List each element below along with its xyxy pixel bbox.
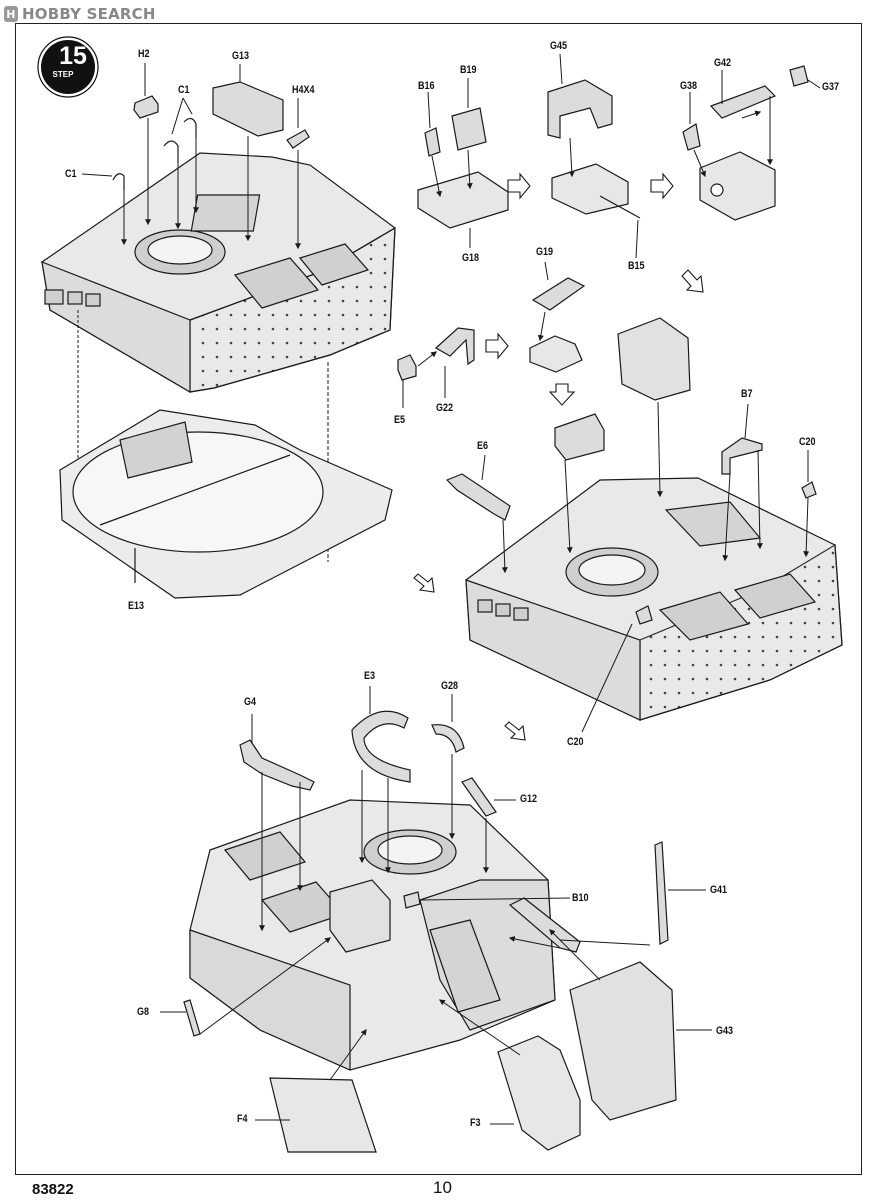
turret-right-middle xyxy=(465,477,843,721)
label-b15: B15 xyxy=(628,260,645,272)
leader-lines-middle xyxy=(402,261,549,408)
turret-upper-left xyxy=(41,152,396,394)
label-g42: G42 xyxy=(714,57,732,69)
label-g43: G43 xyxy=(716,1025,734,1037)
label-b16: B16 xyxy=(418,80,435,92)
part-small-block xyxy=(554,413,605,461)
label-c20-bottom: C20 xyxy=(567,736,584,748)
label-g13: G13 xyxy=(232,50,250,62)
label-b19: B19 xyxy=(460,64,477,76)
part-f4 xyxy=(269,1077,377,1153)
part-h4x4 xyxy=(286,129,310,149)
part-e13-plate xyxy=(59,409,393,599)
label-f4: F4 xyxy=(237,1113,248,1125)
watermark-text: HOBBY SEARCH xyxy=(22,5,156,23)
part-g22 xyxy=(434,327,475,366)
part-c1-c xyxy=(112,173,125,190)
step-word: STEP xyxy=(52,70,74,79)
part-g38 xyxy=(682,123,701,151)
part-b19 xyxy=(451,107,487,151)
label-g38: G38 xyxy=(680,80,698,92)
label-g22: G22 xyxy=(436,402,454,414)
flow-arrows-upper xyxy=(413,172,704,741)
label-e3: E3 xyxy=(364,670,376,682)
part-g37 xyxy=(789,65,809,87)
watermark: H HOBBY SEARCH xyxy=(4,4,156,24)
part-g8 xyxy=(183,999,201,1037)
part-g28 xyxy=(431,724,465,753)
label-g4: G4 xyxy=(244,696,257,708)
leader-lines-bottom xyxy=(160,686,712,1125)
flow-arrow-icon xyxy=(507,172,531,200)
parts-upper-left xyxy=(112,81,310,190)
part-c20-a xyxy=(801,481,817,499)
step-number: 15 xyxy=(59,42,87,70)
label-b7: B7 xyxy=(741,388,753,400)
flow-arrow-icon xyxy=(548,383,576,406)
label-c1-pair: C1 xyxy=(178,84,190,96)
part-c1-b xyxy=(183,117,197,138)
label-g45: G45 xyxy=(550,40,568,52)
page-frame xyxy=(15,23,862,1175)
part-g19-assembly xyxy=(529,335,583,373)
hobby-search-logo-icon: H xyxy=(4,6,18,22)
label-f3: F3 xyxy=(470,1117,481,1129)
label-g18: G18 xyxy=(462,252,480,264)
label-e13: E13 xyxy=(128,600,145,612)
part-g19 xyxy=(531,277,586,311)
part-g43 xyxy=(569,961,677,1121)
parts-right-middle xyxy=(445,437,817,625)
part-large-block xyxy=(617,317,691,401)
part-g41 xyxy=(654,841,669,945)
label-g19: G19 xyxy=(536,246,554,258)
part-b16 xyxy=(424,127,441,157)
kit-code: 83822 xyxy=(32,1181,74,1198)
label-c1-single: C1 xyxy=(65,168,77,180)
leader-lines-upper-middle xyxy=(427,53,821,259)
part-e3 xyxy=(351,710,411,783)
parts-bottom xyxy=(183,710,677,1153)
part-g4 xyxy=(239,739,315,791)
part-e6 xyxy=(445,473,511,521)
label-h2: H2 xyxy=(138,48,150,60)
part-g42 xyxy=(709,85,777,119)
parts-upper-middle xyxy=(417,65,809,229)
flow-arrow-icon xyxy=(650,172,674,200)
label-g41: G41 xyxy=(710,884,728,896)
part-h2 xyxy=(133,95,159,119)
label-e6: E6 xyxy=(477,440,489,452)
leader-lines-right-middle xyxy=(481,401,810,733)
flow-arrow-icon xyxy=(413,573,435,593)
parts-middle-row xyxy=(397,277,691,461)
part-c1-a xyxy=(163,140,179,162)
part-g12 xyxy=(461,777,497,817)
flow-arrow-icon xyxy=(485,332,509,360)
label-h4x4: H4X4 xyxy=(292,84,315,96)
label-b10: B10 xyxy=(572,892,589,904)
page-number: 10 xyxy=(433,1178,452,1197)
label-g28: G28 xyxy=(441,680,459,692)
label-g37: G37 xyxy=(822,81,840,93)
part-c20-b xyxy=(635,605,653,625)
part-e5 xyxy=(397,354,417,381)
flow-arrow-icon xyxy=(504,721,526,741)
part-b10 xyxy=(403,891,421,909)
part-g45-assembly xyxy=(551,163,629,215)
label-c20-top: C20 xyxy=(799,436,816,448)
part-f3 xyxy=(497,1035,581,1151)
part-barrel xyxy=(508,897,581,953)
part-g45 xyxy=(547,79,613,139)
part-g18 xyxy=(417,171,509,229)
flow-arrow-icon xyxy=(681,269,704,293)
step-badge xyxy=(37,36,99,98)
part-g42-assembly xyxy=(699,151,776,221)
part-b7 xyxy=(721,437,763,475)
part-g13 xyxy=(212,81,284,137)
label-g8: G8 xyxy=(137,1006,150,1018)
label-g12: G12 xyxy=(520,793,538,805)
label-e5: E5 xyxy=(394,414,406,426)
turret-bottom xyxy=(189,799,556,1071)
